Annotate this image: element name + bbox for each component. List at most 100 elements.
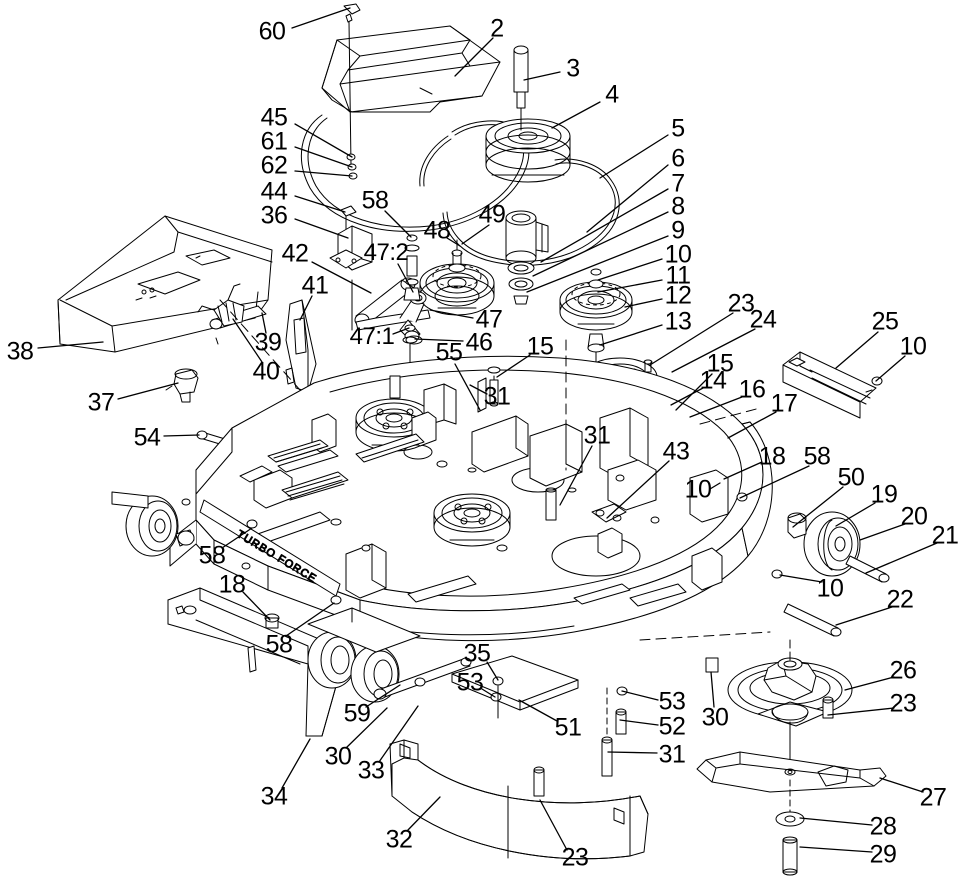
leader-line: [835, 606, 893, 626]
callout-number-35[interactable]: 35: [463, 639, 491, 668]
callout-number-12[interactable]: 12: [664, 281, 692, 310]
callout-number-15[interactable]: 15: [526, 332, 554, 361]
callout-number-30[interactable]: 30: [701, 703, 729, 732]
leader-line: [384, 210, 412, 238]
callout-number-36[interactable]: 36: [260, 201, 288, 230]
callout-number-31[interactable]: 31: [483, 382, 511, 411]
callout-number-49[interactable]: 49: [478, 200, 506, 229]
callout-number-48[interactable]: 48: [423, 216, 451, 245]
callout-number-22[interactable]: 22: [886, 585, 914, 614]
callout-number-29[interactable]: 29: [869, 840, 897, 869]
callout-number-58[interactable]: 58: [265, 630, 293, 659]
callout-number-43[interactable]: 43: [662, 437, 690, 466]
callout-number-5[interactable]: 5: [671, 114, 685, 143]
leader-line: [461, 224, 490, 245]
callout-number-20[interactable]: 20: [900, 502, 928, 531]
callout-number-34[interactable]: 34: [260, 782, 288, 811]
callout-number-62[interactable]: 62: [260, 151, 288, 180]
callout-number-2[interactable]: 2: [490, 14, 504, 43]
part-51-plate: [451, 655, 579, 719]
leader-line: [624, 298, 663, 308]
callout-number-59[interactable]: 59: [343, 699, 371, 728]
callout-number-40[interactable]: 40: [252, 357, 280, 386]
callout-number-10[interactable]: 10: [899, 332, 927, 361]
leader-line: [429, 309, 474, 319]
callout-number-47:2[interactable]: 47:2: [363, 239, 409, 266]
callout-number-19[interactable]: 19: [870, 480, 898, 509]
callout-number-13[interactable]: 13: [664, 307, 692, 336]
leader-line: [414, 338, 464, 342]
callout-number-28[interactable]: 28: [869, 812, 897, 841]
leader-line: [526, 235, 669, 293]
callout-number-37[interactable]: 37: [87, 388, 115, 417]
callout-number-21[interactable]: 21: [931, 521, 959, 550]
part-32-baffle: [389, 739, 649, 860]
callout-number-61[interactable]: 61: [260, 127, 288, 156]
callout-number-30[interactable]: 30: [324, 742, 352, 771]
leader-line: [469, 384, 488, 395]
callout-number-42[interactable]: 42: [281, 239, 309, 268]
callout-number-11[interactable]: 11: [665, 261, 691, 290]
callout-leader-lines: [37, 7, 938, 853]
callout-number-32[interactable]: 32: [385, 825, 413, 854]
part-28-29-hardware: [775, 779, 805, 876]
callout-number-3[interactable]: 3: [566, 54, 580, 83]
callout-number-50[interactable]: 50: [837, 463, 865, 492]
callout-number-23[interactable]: 23: [889, 689, 917, 718]
callout-number-54[interactable]: 54: [133, 423, 161, 452]
leader-line: [827, 707, 895, 716]
leader-line: [859, 523, 906, 541]
callout-number-17[interactable]: 17: [770, 389, 798, 418]
callout-number-60[interactable]: 60: [258, 17, 286, 46]
callout-number-53[interactable]: 53: [456, 668, 484, 697]
callout-number-10[interactable]: 10: [684, 475, 712, 504]
callout-number-27[interactable]: 27: [919, 783, 947, 812]
leader-line: [649, 312, 734, 366]
callout-number-39[interactable]: 39: [254, 328, 282, 357]
callout-number-58[interactable]: 58: [198, 541, 226, 570]
callout-number-52[interactable]: 52: [658, 712, 686, 741]
callout-number-55[interactable]: 55: [435, 338, 463, 367]
callout-number-4[interactable]: 4: [605, 80, 619, 109]
leader-line: [689, 396, 743, 418]
leader-line: [835, 502, 876, 527]
callout-number-51[interactable]: 51: [554, 713, 582, 742]
leader-line: [163, 434, 200, 437]
leader-line: [670, 387, 704, 406]
callout-number-41[interactable]: 41: [301, 271, 329, 300]
callout-number-10[interactable]: 10: [816, 574, 844, 603]
leader-line: [496, 354, 531, 378]
callout-number-31[interactable]: 31: [658, 740, 686, 769]
callout-number-9[interactable]: 9: [671, 216, 685, 245]
callout-number-58[interactable]: 58: [803, 442, 831, 471]
callout-number-10[interactable]: 10: [664, 240, 692, 269]
leader-line: [607, 751, 658, 754]
callout-number-58[interactable]: 58: [361, 186, 389, 215]
callout-number-8[interactable]: 8: [671, 192, 685, 221]
callout-number-24[interactable]: 24: [749, 305, 777, 334]
leader-line: [406, 796, 441, 832]
callout-number-46[interactable]: 46: [465, 328, 493, 357]
callout-number-31[interactable]: 31: [583, 421, 611, 450]
callout-number-53[interactable]: 53: [658, 687, 686, 716]
callout-number-23[interactable]: 23: [727, 289, 755, 318]
callout-number-47:1[interactable]: 47:1: [349, 323, 395, 350]
callout-number-18[interactable]: 18: [758, 442, 786, 471]
callout-number-18[interactable]: 18: [218, 570, 246, 599]
callout-number-6[interactable]: 6: [671, 144, 685, 173]
callout-number-44[interactable]: 44: [260, 177, 288, 206]
callout-number-14[interactable]: 14: [699, 366, 727, 395]
callout-number-45[interactable]: 45: [260, 103, 288, 132]
callout-number-23[interactable]: 23: [561, 843, 589, 872]
callout-number-47[interactable]: 47: [475, 305, 503, 334]
callout-number-15[interactable]: 15: [706, 349, 734, 378]
leader-line: [739, 465, 810, 499]
callout-number-7[interactable]: 7: [671, 169, 685, 198]
callout-number-38[interactable]: 38: [6, 337, 34, 366]
callout-number-26[interactable]: 26: [889, 656, 917, 685]
leader-line: [281, 738, 311, 789]
leader-line: [392, 327, 410, 335]
callout-number-33[interactable]: 33: [357, 756, 385, 785]
callout-number-25[interactable]: 25: [871, 307, 899, 336]
callout-number-16[interactable]: 16: [738, 375, 766, 404]
